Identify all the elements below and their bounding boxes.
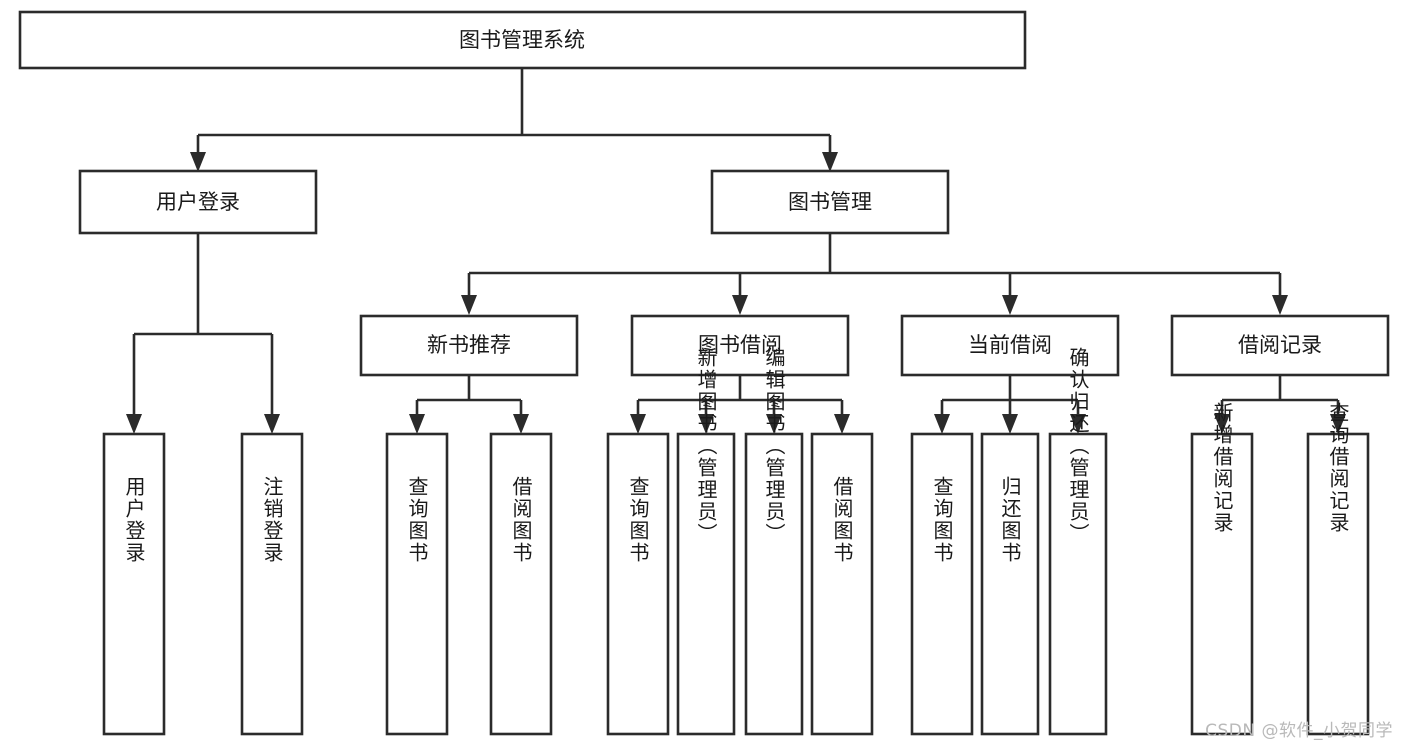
node-leaf-add-record-label: 新增借阅记录 [1210,402,1234,534]
node-leaf-edit-book-rect[interactable] [744,432,804,736]
node-leaf-user-login-label: 用户登录 [122,476,146,564]
node-root-label: 图书管理系统 [459,28,585,52]
node-book-manage-rect[interactable] [710,169,950,235]
node-user-login-rect[interactable] [78,169,318,235]
edges-group [126,68,1346,434]
node-leaf-edit-book[interactable]: 编辑图书（管理员） [744,347,804,736]
arrow-to-leaf-edit-book [766,414,782,434]
edge-new-book-recommend-trunk [415,375,523,414]
node-book-borrow[interactable]: 图书借阅 [630,314,850,377]
node-leaf-return-book-rect[interactable] [980,432,1040,736]
node-leaf-query-book-3[interactable]: 查询图书 [910,432,974,736]
node-leaf-confirm-return[interactable]: 确认归还（管理员） [1048,347,1108,736]
node-leaf-borrow-book-2[interactable]: 借阅图书 [810,432,874,736]
node-leaf-query-book-3-label: 查询图书 [930,476,954,564]
arrow-to-leaf-user-login [126,414,142,434]
node-root[interactable]: 图书管理系统 [18,10,1027,70]
node-leaf-confirm-return-label: 确认归还（管理员） [1066,347,1090,545]
arrow-to-leaf-confirm-return [1070,414,1086,434]
node-leaf-edit-book-label: 编辑图书（管理员） [762,347,786,545]
node-leaf-borrow-book-1[interactable]: 借阅图书 [489,432,553,736]
node-leaf-add-book-rect[interactable] [676,432,736,736]
arrow-to-leaf-query-book-3 [934,414,950,434]
node-leaf-query-record-label: 查询借阅记录 [1326,402,1350,534]
node-new-book-recommend[interactable]: 新书推荐 [359,314,579,377]
node-borrow-record-rect[interactable] [1170,314,1390,377]
node-current-borrow[interactable]: 当前借阅 [900,314,1120,377]
node-leaf-query-book-1-rect[interactable] [385,432,449,736]
node-leaf-logout-login-rect[interactable] [240,432,304,736]
node-borrow-record[interactable]: 借阅记录 [1170,314,1390,377]
node-leaf-borrow-book-1-label: 借阅图书 [509,476,533,564]
arrow-to-leaf-query-record [1330,414,1346,434]
arrow-to-leaf-add-record [1214,414,1230,434]
node-leaf-add-record[interactable]: 新增借阅记录 [1190,402,1254,736]
node-leaf-confirm-return-rect[interactable] [1048,432,1108,736]
edge-current-borrow-trunk [940,375,1080,414]
node-leaf-return-book-label: 归还图书 [998,476,1022,564]
csdn-watermark: CSDN @软件_小贺同学 [1205,721,1393,741]
node-book-borrow-rect[interactable] [630,314,850,377]
arrow-to-leaf-add-book [698,414,714,434]
node-borrow-record-label: 借阅记录 [1238,333,1322,357]
arrow-to-leaf-logout-login [264,414,280,434]
arrow-to-leaf-borrow-book-1 [513,414,529,434]
node-book-manage[interactable]: 图书管理 [710,169,950,235]
node-new-book-recommend-label: 新书推荐 [427,333,511,357]
node-leaf-borrow-book-2-rect[interactable] [810,432,874,736]
node-leaf-query-book-2[interactable]: 查询图书 [606,432,670,736]
node-book-borrow-label: 图书借阅 [698,333,782,357]
node-leaf-return-book[interactable]: 归还图书 [980,432,1040,736]
node-leaf-add-book[interactable]: 新增图书（管理员） [676,347,736,736]
node-leaf-add-record-rect[interactable] [1190,432,1254,736]
edge-book-borrow-trunk [636,375,844,414]
edge-borrow-record-trunk [1220,375,1340,414]
node-leaf-query-record[interactable]: 查询借阅记录 [1306,402,1370,736]
node-leaf-query-record-rect[interactable] [1306,432,1370,736]
arrow-to-leaf-query-book-2 [630,414,646,434]
edge-user-login-trunk [132,233,274,414]
edge-root-trunk [196,68,832,152]
node-leaf-borrow-book-1-rect[interactable] [489,432,553,736]
node-leaf-logout-login-label: 注销登录 [260,476,284,564]
arrow-to-leaf-query-book-1 [409,414,425,434]
node-book-manage-label: 图书管理 [788,190,872,214]
node-leaf-user-login[interactable]: 用户登录 [102,432,166,736]
node-new-book-recommend-rect[interactable] [359,314,579,377]
edge-book-manage-trunk [467,233,1282,295]
node-current-borrow-label: 当前借阅 [968,333,1052,357]
arrow-to-book-borrow [732,295,748,315]
node-leaf-query-book-1-label: 查询图书 [405,476,429,564]
node-leaf-query-book-1[interactable]: 查询图书 [385,432,449,736]
arrow-to-book-manage [822,152,838,172]
arrow-to-borrow-record [1272,295,1288,315]
arrow-to-user-login [190,152,206,172]
arrow-to-leaf-borrow-book-2 [834,414,850,434]
arrow-to-leaf-return-book [1002,414,1018,434]
node-root-rect[interactable] [18,10,1027,70]
node-leaf-query-book-2-rect[interactable] [606,432,670,736]
arrow-to-current-borrow [1002,295,1018,315]
node-current-borrow-rect[interactable] [900,314,1120,377]
node-leaf-borrow-book-2-label: 借阅图书 [830,476,854,564]
arrow-to-new-book-recommend [461,295,477,315]
node-leaf-query-book-3-rect[interactable] [910,432,974,736]
node-leaf-query-book-2-label: 查询图书 [626,476,650,564]
node-user-login-label: 用户登录 [156,190,240,214]
node-user-login[interactable]: 用户登录 [78,169,318,235]
node-leaf-user-login-rect[interactable] [102,432,166,736]
node-leaf-logout-login[interactable]: 注销登录 [240,432,304,736]
node-leaf-add-book-label: 新增图书（管理员） [694,347,718,545]
